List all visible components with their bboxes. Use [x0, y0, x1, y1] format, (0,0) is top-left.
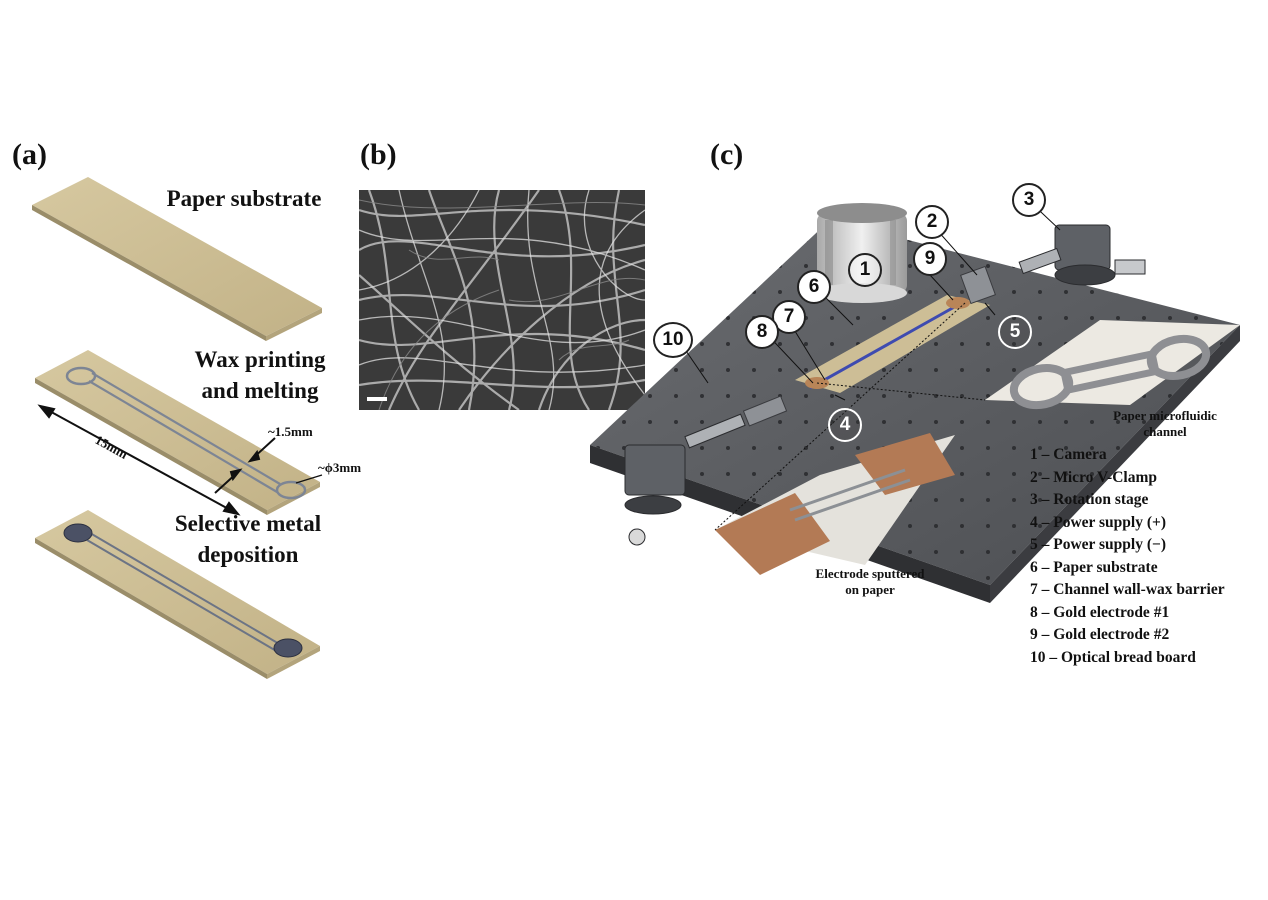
micro-v-clamp: [742, 265, 996, 427]
legend-item-6: 6 – Paper substrate: [1030, 558, 1158, 576]
legend-item-10: 10 – Optical bread board: [1030, 648, 1196, 666]
legend-item-4: 4 – Power supply (+): [1030, 513, 1166, 531]
length-dimension-arrow: [37, 404, 241, 516]
step-and-melting: and melting: [201, 378, 319, 403]
panel-a-label: (a): [12, 138, 47, 171]
callout-6: 6: [797, 270, 831, 304]
callout-2: 2: [915, 205, 949, 239]
width-dimension-label: ~1.5mm: [268, 424, 313, 439]
panel-c-label: (c): [710, 138, 744, 171]
rotation-stage: [1018, 224, 1146, 286]
metal-deposited-strip: [35, 510, 320, 679]
paper-substrate-on-stage: [795, 295, 990, 393]
step-deposition: deposition: [197, 542, 299, 567]
step-paper-substrate: Paper substrate: [166, 186, 322, 211]
panel-b-label: (b): [360, 138, 397, 171]
paper-channel-inset: [985, 320, 1240, 410]
step-selective-metal: Selective metal: [174, 511, 322, 536]
callout-7: 7: [772, 300, 806, 334]
callout-10: 10: [653, 322, 693, 358]
legend-item-7: 7 – Channel wall-wax barrier: [1030, 581, 1225, 598]
callout-5: 5: [998, 315, 1032, 349]
width-dimension-arrows: [214, 437, 323, 494]
diameter-dimension-label: ~ϕ3mm: [318, 460, 362, 475]
step-wax-printing: Wax printing: [194, 347, 326, 372]
electrode-caption-line-2: on paper: [845, 582, 895, 597]
optical-breadboard: [590, 220, 1240, 603]
callout-1: 1: [848, 253, 882, 287]
electrode-caption: Electrode sputtered on paper: [790, 566, 950, 598]
experimental-setup-illustration: [590, 196, 1240, 603]
wax-printed-strip: [35, 350, 320, 515]
paper-channel-caption-line-2: channel: [1143, 424, 1187, 439]
legend-item-8: 8 – Gold electrode #1: [1030, 603, 1170, 621]
legend-item-9: 9 – Gold electrode #2: [1030, 626, 1170, 643]
sem-fiber-image: [359, 190, 645, 410]
electrode-inset: [715, 433, 955, 575]
left-translation-stage: [624, 413, 746, 546]
callout-4: 4: [828, 408, 862, 442]
paper-channel-caption-line-1: Paper microfluidic: [1113, 408, 1217, 423]
callout-9: 9: [913, 242, 947, 276]
legend-item-3: 3 – Rotation stage: [1030, 491, 1149, 508]
component-legend: 1 – Camera 2 – Micro V-Clamp 3 – Rotatio…: [1030, 446, 1266, 666]
legend-item-2: 2 – Micro V-Clamp: [1030, 468, 1157, 486]
paper-substrate-strip: [32, 177, 322, 341]
panel-a-illustration: [32, 177, 323, 679]
paper-channel-caption: Paper microfluidic channel: [1080, 408, 1250, 440]
electrode-caption-line-1: Electrode sputtered: [815, 566, 925, 581]
legend-item-1: 1 – Camera: [1030, 446, 1107, 463]
callout-3: 3: [1012, 183, 1046, 217]
scale-bar: [367, 397, 387, 401]
legend-item-5: 5 – Power supply (−): [1030, 536, 1166, 553]
callout-8: 8: [745, 315, 779, 349]
